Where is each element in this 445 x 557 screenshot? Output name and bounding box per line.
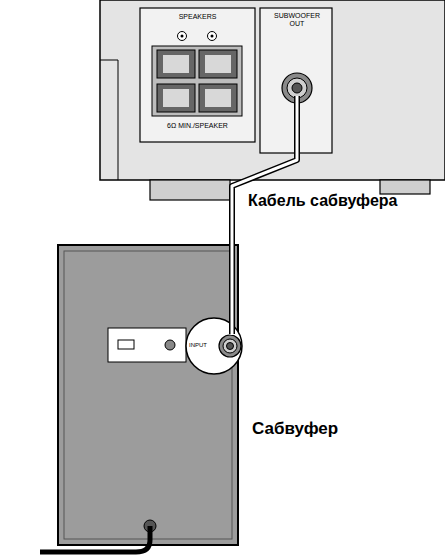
jack-label: INPUT	[189, 342, 211, 349]
speaker-terminals	[140, 8, 255, 142]
subwoofer-cable	[232, 96, 297, 334]
device-label: Сабвуфер	[252, 420, 432, 439]
jack-label: SUBWOOFER OUT	[272, 12, 322, 27]
cable-label: Кабель сабвуфера	[248, 192, 438, 210]
input-jack-callout	[186, 318, 242, 374]
power-cord	[40, 520, 156, 552]
panel-label: SPEAKERS	[147, 13, 248, 21]
subwoofer-cabinet	[58, 245, 238, 545]
rating-label: 6Ω MIN./SPEAKER	[142, 122, 253, 130]
